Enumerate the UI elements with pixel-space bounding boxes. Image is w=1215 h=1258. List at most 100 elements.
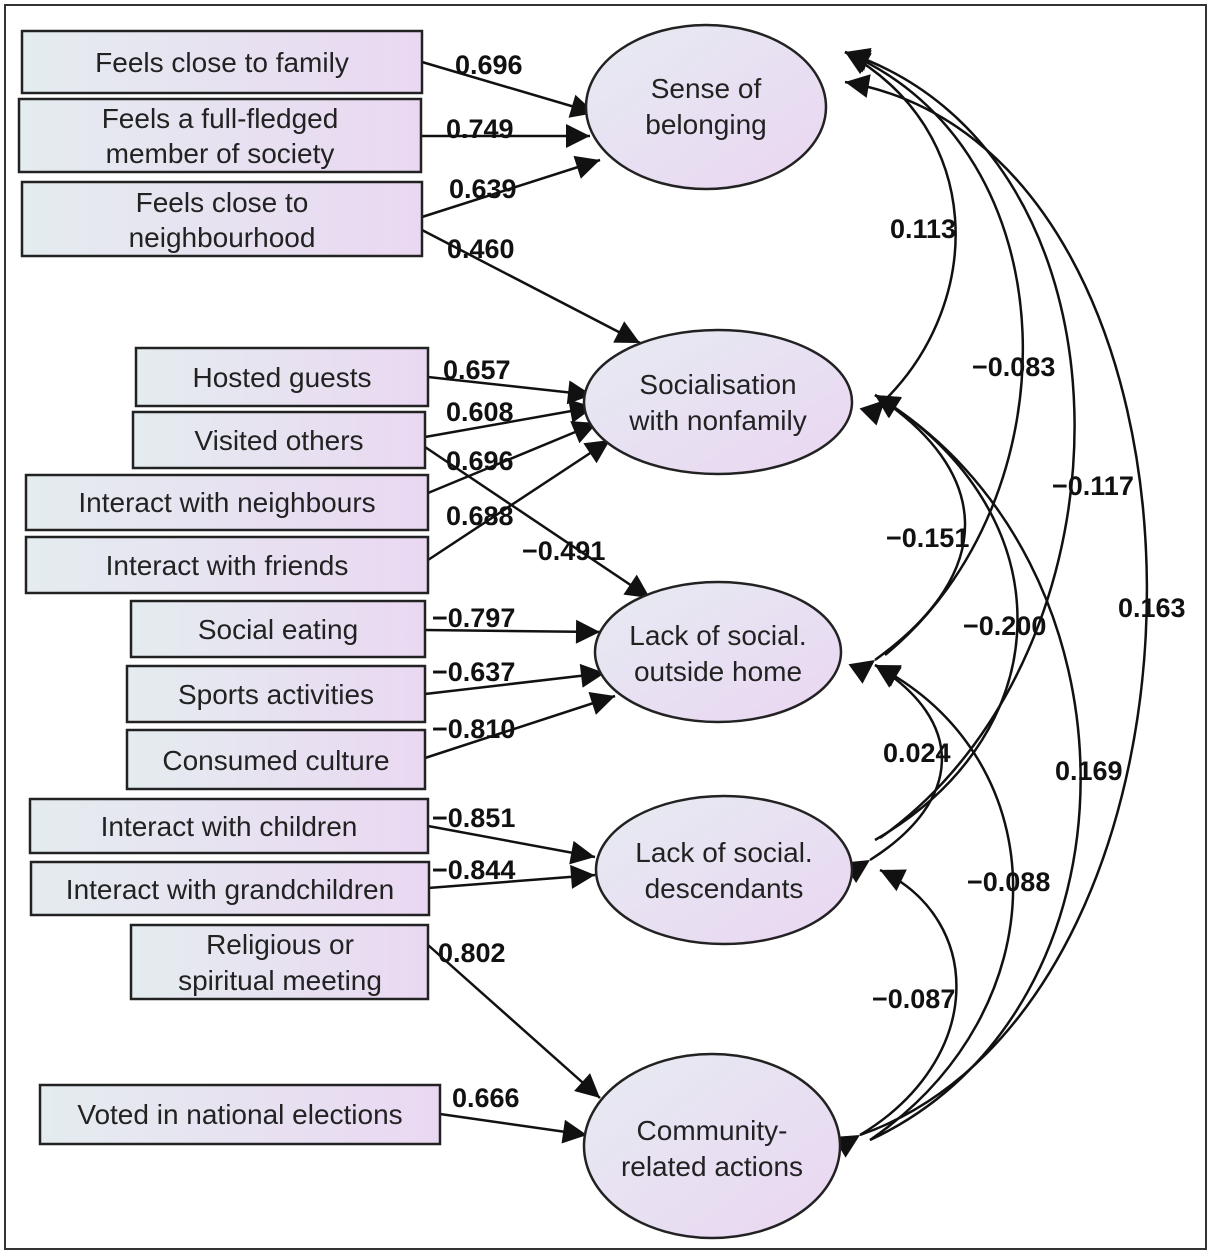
arc-socialisation-outside: [848, 393, 967, 684]
indicator-box-sports: [125, 664, 427, 724]
factor-belonging: [584, 23, 828, 191]
factor-label-socialisation-2: with nonfamily: [628, 405, 806, 436]
corr-socialisation-community: 0.169: [1055, 756, 1123, 786]
indicator-label-neigh-2: neighbourhood: [129, 222, 316, 253]
indicator-label-culture: Consumed culture: [162, 745, 389, 776]
loading-family: 0.696: [455, 50, 523, 80]
path-neigh-socialisation: [421, 228, 641, 345]
indicator-label-voted: Voted in national elections: [77, 1099, 402, 1130]
factor-label-belonging-1: Sense of: [651, 73, 762, 104]
indicator-box-children: [28, 797, 430, 855]
indicator-label-hosted: Hosted guests: [193, 362, 372, 393]
loading-grandchildren: −0.844: [432, 855, 515, 885]
corr-socialisation-outside: −0.151: [886, 523, 969, 553]
indicator-box-voted: [38, 1083, 442, 1146]
factor-label-descendants-1: Lack of social.: [635, 837, 812, 868]
path-voted: [439, 1112, 588, 1144]
arc-belonging-socialisation: [844, 50, 957, 426]
loading-hosted: 0.657: [443, 355, 511, 385]
loading-visited: 0.608: [446, 397, 514, 427]
path-culture: [424, 692, 616, 760]
factor-label-socialisation-1: Socialisation: [639, 369, 796, 400]
loading-culture: −0.810: [432, 714, 515, 744]
loading-intneigh: 0.696: [446, 446, 514, 476]
corr-descendants-community: −0.087: [872, 984, 955, 1014]
loading-eating: −0.797: [432, 603, 515, 633]
loading-intfriends: 0.688: [446, 501, 514, 531]
indicator-label-member-1: Feels a full-fledged: [102, 103, 339, 134]
corr-belonging-outside: −0.083: [972, 352, 1055, 382]
factor-outside: [593, 580, 843, 724]
factor-label-outside-1: Lack of social.: [629, 620, 806, 651]
corr-belonging-community: 0.163: [1118, 593, 1186, 623]
corr-outside-community: −0.088: [967, 867, 1050, 897]
arc-outside-descendants: [843, 663, 944, 883]
indicator-boxes: Feels close to family Feels a full-fledg…: [17, 29, 442, 1146]
loading-visited-outside: −0.491: [522, 536, 605, 566]
factor-label-descendants-2: descendants: [645, 873, 804, 904]
diagram-frame: [4, 4, 1207, 1250]
path-visited: [424, 399, 595, 439]
corr-belonging-descendants: −0.117: [1052, 471, 1134, 501]
path-family: [421, 60, 596, 118]
loading-sports: −0.637: [432, 657, 515, 687]
indicator-label-religious-2: spiritual meeting: [178, 965, 382, 996]
path-grandchildren: [427, 864, 596, 890]
factor-socialisation: [582, 328, 854, 476]
path-eating: [424, 619, 601, 644]
indicator-label-visited: Visited others: [194, 425, 363, 456]
factor-label-belonging-2: belonging: [645, 109, 766, 140]
indicator-label-member-2: member of society: [106, 138, 335, 169]
indicator-box-family: [20, 29, 424, 95]
indicator-box-visited: [131, 410, 427, 470]
arc-outside-community: [869, 663, 1015, 1142]
path-religious: [427, 944, 601, 1099]
indicator-box-eating: [129, 599, 427, 659]
factor-label-community-2: related actions: [621, 1151, 803, 1182]
loading-children: −0.851: [432, 803, 515, 833]
loading-member: 0.749: [446, 114, 514, 144]
indicator-box-intneigh: [24, 473, 430, 532]
indicator-box-religious: [129, 923, 430, 1001]
path-hosted: [427, 375, 593, 405]
indicator-label-grandchildren: Interact with grandchildren: [66, 874, 394, 905]
indicator-box-intfriends: [24, 535, 430, 595]
path-sports: [424, 663, 606, 696]
loading-voted: 0.666: [452, 1083, 520, 1113]
indicator-box-grandchildren: [29, 860, 431, 917]
indicator-box-hosted: [134, 346, 430, 408]
factor-label-community-1: Community-: [637, 1115, 788, 1146]
corr-outside-descendants: 0.024: [883, 738, 951, 768]
indicator-label-religious-1: Religious or: [206, 929, 354, 960]
path-intneigh: [427, 421, 598, 495]
factor-label-outside-2: outside home: [634, 656, 802, 687]
arc-socialisation-descendants: [874, 393, 1019, 842]
arc-socialisation-community: [869, 393, 1082, 1142]
correlation-arcs: [833, 48, 1149, 1158]
loading-neigh-belonging: 0.639: [449, 174, 517, 204]
factor-ellipses: Sense of belonging Socialisation with no…: [582, 23, 854, 1240]
loading-neigh-socialisation: 0.460: [447, 234, 515, 264]
indicator-label-eating: Social eating: [198, 614, 358, 645]
indicator-label-sports: Sports activities: [178, 679, 374, 710]
indicator-box-member: [17, 97, 423, 174]
loading-labels: 0.696 0.749 0.639 0.460 0.657 0.608 0.69…: [432, 50, 605, 1113]
loading-paths: [421, 60, 651, 1144]
corr-socialisation-descendants: −0.200: [963, 611, 1046, 641]
corr-belonging-socialisation: 0.113: [890, 214, 956, 244]
indicator-label-children: Interact with children: [101, 811, 358, 842]
path-children: [427, 824, 596, 865]
indicator-label-neigh-1: Feels close to: [136, 187, 309, 218]
path-intfriends: [427, 438, 611, 562]
factor-descendants: [594, 794, 854, 946]
factor-community: [582, 1052, 842, 1240]
indicator-label-family: Feels close to family: [95, 47, 349, 78]
indicator-label-intfriends: Interact with friends: [106, 550, 349, 581]
loading-religious: 0.802: [438, 938, 506, 968]
arc-descendants-community: [833, 868, 958, 1158]
arc-belonging-outside: [844, 50, 1025, 656]
indicator-box-neigh: [20, 180, 424, 258]
path-visited-outside: [424, 445, 651, 600]
correlation-labels: 0.113 −0.083 −0.117 0.163 −0.151 −0.200 …: [872, 214, 1186, 1014]
